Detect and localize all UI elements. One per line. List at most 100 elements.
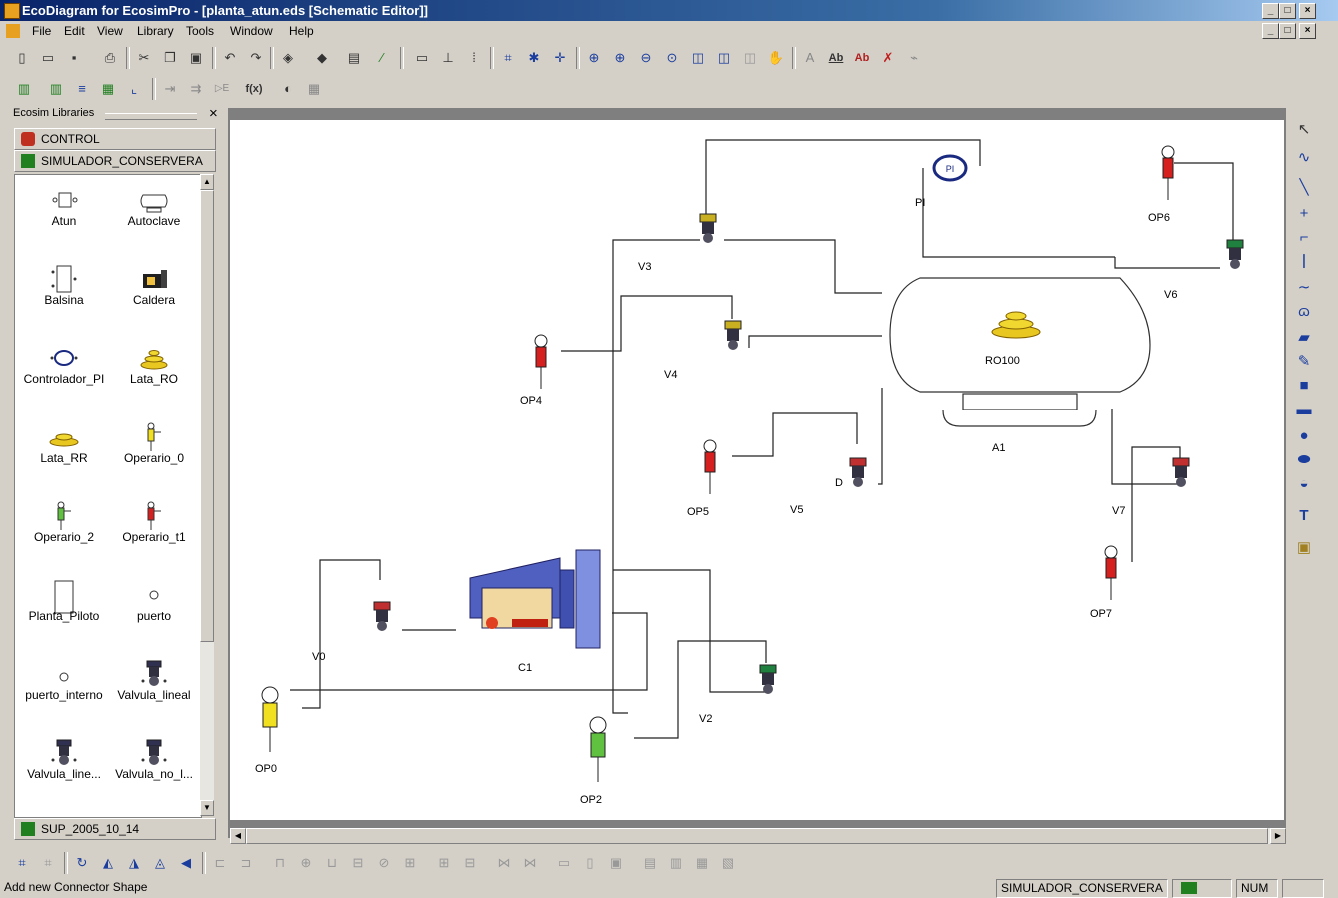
- mirror-icon[interactable]: ◬: [155, 855, 165, 870]
- brush-icon[interactable]: ✎: [1297, 353, 1311, 370]
- order-front-icon[interactable]: ▤: [643, 855, 657, 870]
- copy-icon[interactable]: ❐: [164, 50, 176, 65]
- library-scrollbar[interactable]: ▲ ▼: [200, 174, 214, 816]
- child-restore-button[interactable]: □: [1279, 23, 1296, 39]
- minimize-button[interactable]: _: [1262, 3, 1279, 19]
- library-item[interactable]: Valvula_lineal: [109, 651, 199, 730]
- polygon-icon[interactable]: ▰: [1298, 329, 1310, 346]
- port2-tool-icon[interactable]: ⇉: [190, 81, 202, 96]
- library-item[interactable]: Operario_t1: [109, 493, 199, 572]
- library-icon[interactable]: ▤: [347, 50, 361, 65]
- globe-icon[interactable]: ◐: [284, 81, 292, 96]
- child-close-button[interactable]: ×: [1299, 23, 1316, 39]
- align-icon[interactable]: ⊥: [442, 50, 454, 65]
- function-icon[interactable]: f(x): [245, 83, 263, 95]
- ellipse-icon[interactable]: ⬬: [1297, 451, 1311, 468]
- undo-icon[interactable]: ↶: [224, 50, 236, 65]
- snap-icon[interactable]: ⌗: [504, 50, 512, 65]
- library-item[interactable]: Planta_Piloto: [19, 572, 109, 651]
- space-h-icon[interactable]: ⊞: [438, 855, 450, 870]
- ungroup-icon[interactable]: ⌗: [44, 855, 52, 870]
- paste-icon[interactable]: ▣: [189, 50, 203, 65]
- align-base-icon[interactable]: ⊘: [378, 855, 390, 870]
- table-icon[interactable]: ▦: [307, 81, 321, 96]
- flip-h-icon[interactable]: ◭: [103, 855, 113, 870]
- library-item[interactable]: Atun: [19, 177, 109, 256]
- library-item[interactable]: Balsina: [19, 256, 109, 335]
- send-back-icon[interactable]: ◀: [181, 855, 191, 870]
- compile-icon[interactable]: ◈: [283, 50, 293, 65]
- zoom-select-icon[interactable]: ◫: [717, 50, 731, 65]
- lib-book2-icon[interactable]: ▥: [49, 81, 63, 96]
- delete-icon[interactable]: ✗: [882, 50, 894, 65]
- zoom-fit-icon[interactable]: ⊙: [666, 50, 678, 65]
- redo-icon[interactable]: ↷: [250, 50, 262, 65]
- polyline-icon[interactable]: ⌐: [1299, 229, 1309, 246]
- order-forward-icon[interactable]: ▦: [695, 855, 709, 870]
- cut-icon[interactable]: ✂: [138, 50, 150, 65]
- grid-icon[interactable]: ⁞: [472, 50, 476, 65]
- lib-book-icon[interactable]: ▥: [17, 81, 31, 96]
- zoom-in-icon[interactable]: ⊕: [588, 50, 600, 65]
- flip-v-icon[interactable]: ◮: [129, 855, 139, 870]
- zoom-out-icon[interactable]: ⊖: [640, 50, 652, 65]
- line-icon[interactable]: ╲: [1299, 179, 1309, 196]
- window-icon[interactable]: ▭: [415, 50, 429, 65]
- align-mid-icon[interactable]: ⊟: [352, 855, 364, 870]
- menu-library[interactable]: Library: [137, 24, 174, 38]
- align-right-icon[interactable]: ⊐: [240, 855, 252, 870]
- connect-tool-icon[interactable]: ▷E: [214, 83, 230, 94]
- blob-icon[interactable]: ◒: [1299, 475, 1309, 492]
- rect-wide-icon[interactable]: ▬: [1296, 401, 1312, 418]
- align-top-icon[interactable]: ⊓: [274, 855, 286, 870]
- library-header-control[interactable]: CONTROL: [14, 128, 216, 150]
- cross-icon[interactable]: +: [1299, 205, 1309, 222]
- align-page-icon[interactable]: ⊞: [404, 855, 416, 870]
- library-item[interactable]: puerto_interno: [19, 651, 109, 730]
- library-item[interactable]: Caldera: [109, 256, 199, 335]
- print-icon[interactable]: ⎙: [104, 50, 116, 65]
- lib-chart-icon[interactable]: ▦: [101, 81, 115, 96]
- group-icon[interactable]: ⌗: [18, 855, 26, 870]
- library-header-simulador[interactable]: SIMULADOR_CONSERVERA: [14, 150, 216, 172]
- menu-edit[interactable]: Edit: [64, 24, 85, 38]
- zoom-prev-icon[interactable]: ◫: [743, 50, 757, 65]
- select-arrow-icon[interactable]: ↖: [1297, 121, 1311, 138]
- schematic-canvas[interactable]: PI PI OP6 V3 V6 RO10: [230, 120, 1284, 820]
- same-height-icon[interactable]: ⋈: [523, 855, 537, 870]
- text-icon[interactable]: T: [1299, 507, 1309, 524]
- menu-tools[interactable]: Tools: [186, 24, 215, 38]
- library-item[interactable]: Valvula_no_l...: [109, 730, 199, 809]
- doc-icon[interactable]: [6, 24, 20, 38]
- library-item[interactable]: Lata_RO: [109, 335, 199, 414]
- menu-help[interactable]: Help: [289, 24, 314, 38]
- library-item[interactable]: Controlador_PI: [19, 335, 109, 414]
- library-item[interactable]: Autoclave: [109, 177, 199, 256]
- rotate-icon[interactable]: ↻: [76, 855, 88, 870]
- move-icon[interactable]: ✛: [554, 50, 566, 65]
- plot-icon[interactable]: ⌞: [130, 81, 138, 96]
- menu-view[interactable]: View: [97, 24, 123, 38]
- space-v-icon[interactable]: ⊟: [464, 855, 476, 870]
- save-icon[interactable]: ▪: [71, 50, 77, 65]
- size-both-icon[interactable]: ▣: [609, 855, 623, 870]
- circle-icon[interactable]: ●: [1299, 427, 1309, 444]
- same-width-icon[interactable]: ⋈: [497, 855, 511, 870]
- size-h-icon[interactable]: ▯: [586, 855, 594, 870]
- image-icon[interactable]: ▣: [1296, 539, 1312, 556]
- app-icon[interactable]: [4, 3, 20, 19]
- close-button[interactable]: ×: [1299, 3, 1316, 19]
- library-item[interactable]: Operario_2: [19, 493, 109, 572]
- size-w-icon[interactable]: ▭: [557, 855, 571, 870]
- zigzag-icon[interactable]: ꟾ: [1301, 255, 1307, 272]
- link-icon[interactable]: ⌁: [910, 50, 918, 65]
- canvas-horizontal-scrollbar[interactable]: ◀ ▶: [230, 828, 1286, 844]
- spell-icon[interactable]: Ab: [828, 52, 844, 64]
- library-item[interactable]: Operario_0: [109, 414, 199, 493]
- align-left-icon[interactable]: ⊏: [214, 855, 226, 870]
- freehand-icon[interactable]: ɷ: [1298, 303, 1310, 320]
- curve-icon[interactable]: ∼: [1297, 279, 1311, 296]
- new-icon[interactable]: ▯: [18, 50, 26, 65]
- child-minimize-button[interactable]: _: [1262, 23, 1279, 39]
- rect-icon[interactable]: ■: [1299, 377, 1309, 394]
